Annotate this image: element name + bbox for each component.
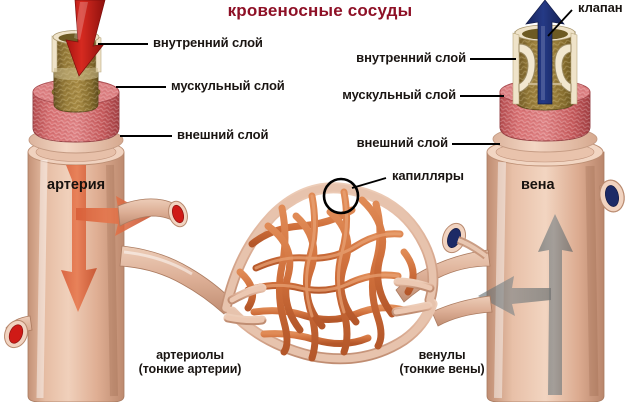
page-title: кровеносные сосуды (227, 1, 413, 20)
label-artery: артерия (47, 177, 106, 193)
label-arterioles: артериолы (тонкие артерии) (120, 348, 260, 376)
label-arterioles-main: артериолы (156, 348, 224, 362)
capillary-network (220, 182, 439, 365)
arteriole-cut-end-bottom (4, 315, 33, 349)
arteriole-cut-end-top (168, 200, 188, 228)
label-vein-muscular-layer: мускульный слой (342, 87, 456, 102)
label-arterioles-sub: (тонкие артерии) (138, 362, 242, 376)
label-venules-sub: (тонкие вены) (399, 362, 485, 376)
leader-lines (98, 9, 573, 189)
leader-capillaries (351, 177, 387, 189)
vein-outflow-arrow (525, 0, 565, 105)
artery-illustration (4, 0, 233, 402)
label-venules-main: венулы (418, 348, 466, 362)
artery-inflow-arrow (65, 0, 106, 77)
label-artery-outer-layer: внешний слой (177, 127, 269, 142)
venule-cut-end-top (441, 222, 489, 260)
leader-valve (547, 9, 573, 37)
vein-illustration (395, 0, 625, 402)
vein-cut-end-right (599, 179, 625, 213)
label-vein: вена (521, 177, 555, 193)
label-vein-outer-layer: внешний слой (356, 135, 449, 150)
label-artery-muscular-layer: мускульный слой (171, 78, 285, 93)
label-artery-inner-layer: внутренний слой (153, 35, 263, 50)
vein-flow-arrow (478, 214, 573, 395)
label-venules: венулы (тонкие вены) (372, 348, 512, 376)
capillary-highlight-circle (322, 177, 360, 215)
label-valve: клапан (578, 0, 623, 15)
label-capillaries: капилляры (392, 168, 464, 183)
label-vein-inner-layer: внутренний слой (356, 50, 466, 65)
